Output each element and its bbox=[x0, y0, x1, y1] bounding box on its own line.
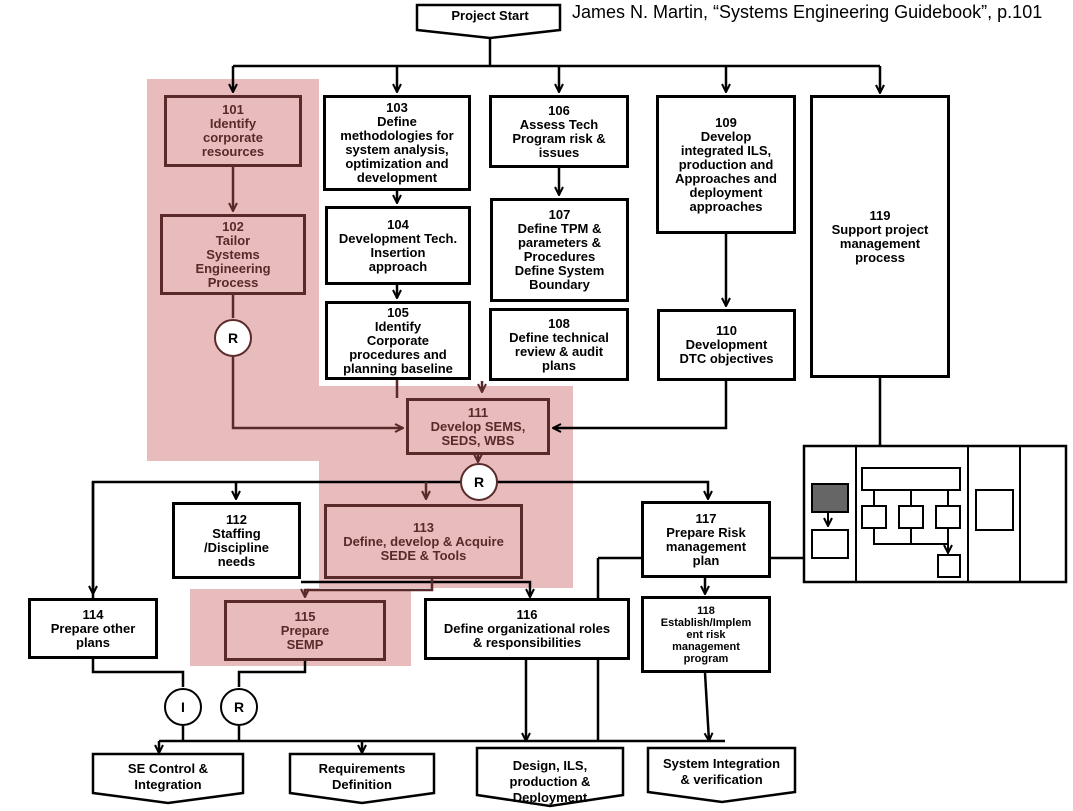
project-start-node: Project Start bbox=[451, 8, 529, 23]
output-design: Design, ILS, production & Deployment bbox=[509, 758, 591, 805]
gate-r-102: R bbox=[214, 319, 252, 357]
node-102: 102 Tailor Systems Engineering Process bbox=[160, 214, 306, 295]
node-115: 115 Prepare SEMP bbox=[224, 600, 386, 661]
node-108: 108 Define technical review & audit plan… bbox=[489, 308, 629, 381]
output-system-integration: System Integration & verification bbox=[662, 756, 781, 787]
node-112: 112 Staffing /Discipline needs bbox=[172, 502, 301, 579]
node-106: 106 Assess Tech Program risk & issues bbox=[489, 95, 629, 168]
output-requirements: Requirements Definition bbox=[318, 761, 406, 792]
node-117: 117 Prepare Risk management plan bbox=[641, 501, 771, 578]
citation-text: James N. Martin, “Systems Engineering Gu… bbox=[572, 2, 1043, 22]
node-103: 103 Define methodologies for system anal… bbox=[323, 95, 471, 191]
gate-i: I bbox=[164, 688, 202, 726]
node-118: 118 Establish/Implem ent risk management… bbox=[641, 596, 771, 673]
node-107: 107 Define TPM & parameters & Procedures… bbox=[490, 198, 629, 302]
gate-r-111: R bbox=[460, 463, 498, 501]
output-se-control: SE Control & Integration bbox=[127, 761, 209, 792]
gate-r-lower: R bbox=[220, 688, 258, 726]
node-116: 116 Define organizational roles & respon… bbox=[424, 598, 630, 660]
node-110: 110 Development DTC objectives bbox=[657, 309, 796, 381]
node-104: 104 Development Tech. Insertion approach bbox=[325, 206, 471, 285]
node-101: 101 Identify corporate resources bbox=[164, 95, 302, 167]
node-114: 114 Prepare other plans bbox=[28, 598, 158, 659]
node-109: 109 Develop integrated ILS, production a… bbox=[656, 95, 796, 234]
node-119: 119 Support project management process bbox=[810, 95, 950, 378]
node-105: 105 Identify Corporate procedures and pl… bbox=[325, 301, 471, 380]
node-113: 113 Define, develop & Acquire SEDE & Too… bbox=[324, 504, 523, 579]
node-111: 111 Develop SEMS, SEDS, WBS bbox=[406, 398, 550, 455]
